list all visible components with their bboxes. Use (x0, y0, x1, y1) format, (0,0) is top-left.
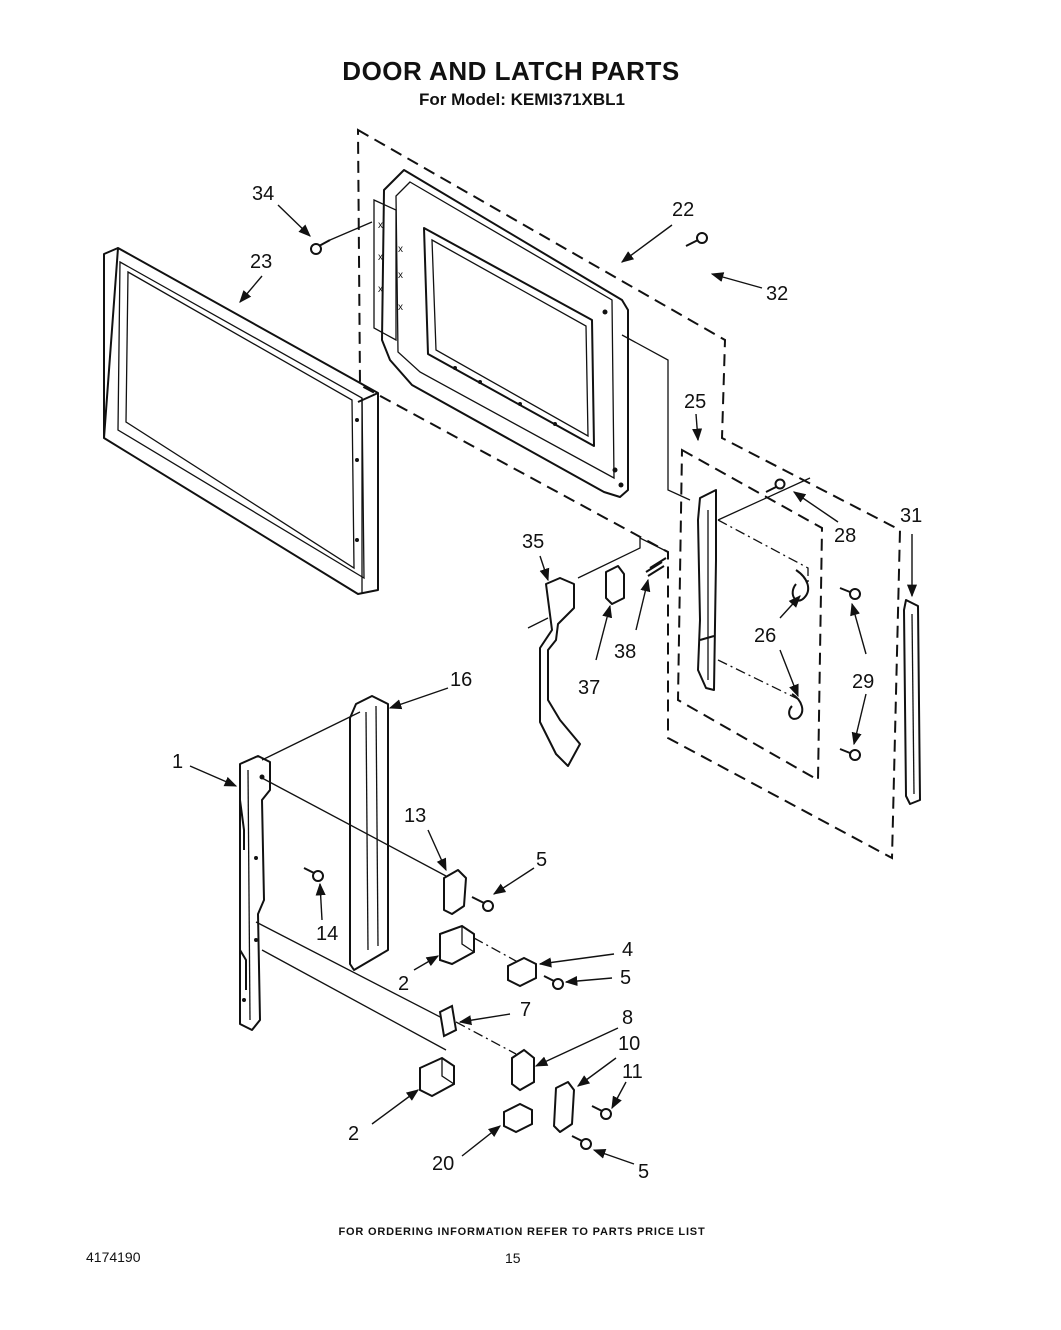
part-2-latch-upper (439, 924, 537, 973)
callout-7: 7 (520, 999, 531, 1021)
part-13-bracket (443, 869, 467, 915)
svg-text:x: x (378, 252, 383, 263)
callout-22: 22 (672, 199, 694, 221)
callout-14: 14 (316, 923, 338, 945)
model-subtitle: For Model: KEMI371XBL1 (419, 90, 625, 109)
part-1-hinge-plate (239, 711, 447, 1051)
part-32-screw (685, 232, 708, 247)
svg-text:x: x (378, 220, 383, 231)
part-28-screw (765, 478, 786, 493)
part-31-strip (903, 599, 921, 805)
callout-11: 11 (622, 1061, 643, 1083)
svg-text:x: x (398, 244, 403, 255)
page-number: 15 (505, 1250, 521, 1266)
callout-13: 13 (404, 805, 426, 827)
callout-2-upper: 2 (398, 973, 409, 995)
callout-31: 31 (900, 505, 922, 527)
part-20-block (503, 1102, 533, 1134)
part-8-switch (511, 1048, 535, 1092)
callout-23: 23 (250, 251, 272, 273)
part-5-screw-lower (571, 1135, 592, 1150)
svg-text:x: x (398, 270, 403, 281)
ordering-info-note: FOR ORDERING INFORMATION REFER TO PARTS … (338, 1226, 706, 1238)
part-2-latch-lower (419, 1056, 455, 1098)
callout-38: 38 (614, 641, 636, 663)
callout-5-upper: 5 (536, 849, 547, 871)
callout-37: 37 (578, 677, 600, 699)
callout-10: 10 (618, 1033, 640, 1055)
callout-4: 4 (622, 939, 633, 961)
callout-32: 32 (766, 283, 788, 305)
part-16-hinge-bar (349, 695, 389, 971)
callout-5-lower: 5 (638, 1161, 649, 1183)
callout-28: 28 (834, 525, 856, 547)
callout-20: 20 (432, 1153, 454, 1175)
callout-1: 1 (172, 751, 183, 773)
leader-lines (189, 204, 918, 1165)
part-23-door-panel (103, 247, 379, 595)
part-4-block (507, 956, 537, 988)
callout-2-lower: 2 (348, 1123, 359, 1145)
part-38-spring (645, 557, 667, 577)
part-25-latch-assembly (676, 448, 824, 782)
part-11-screw (591, 1105, 612, 1120)
part-5-screw-mid (543, 975, 564, 990)
part-34-screw (310, 221, 373, 255)
part-14-screw (303, 867, 324, 882)
part-22-door-frame: x x x x x x (356, 128, 902, 860)
callout-34: 34 (252, 183, 274, 205)
svg-text:x: x (398, 302, 403, 313)
callout-26: 26 (754, 625, 776, 647)
part-7-plate (438, 1004, 517, 1055)
part-5-screw-upper (471, 896, 494, 912)
callout-8: 8 (622, 1007, 633, 1029)
callout-25: 25 (684, 391, 706, 413)
part-35-latch-arm (527, 536, 669, 767)
part-29-screws (839, 587, 861, 761)
part-37-latch-block (605, 565, 625, 605)
svg-text:x: x (378, 284, 383, 295)
callout-29: 29 (852, 671, 874, 693)
document-number: 4174190 (86, 1249, 141, 1265)
part-10-bracket (553, 1081, 575, 1133)
diagram-title: DOOR AND LATCH PARTS (342, 56, 680, 86)
callout-16: 16 (450, 669, 472, 691)
callout-35: 35 (522, 531, 544, 553)
callout-5-mid: 5 (620, 967, 631, 989)
